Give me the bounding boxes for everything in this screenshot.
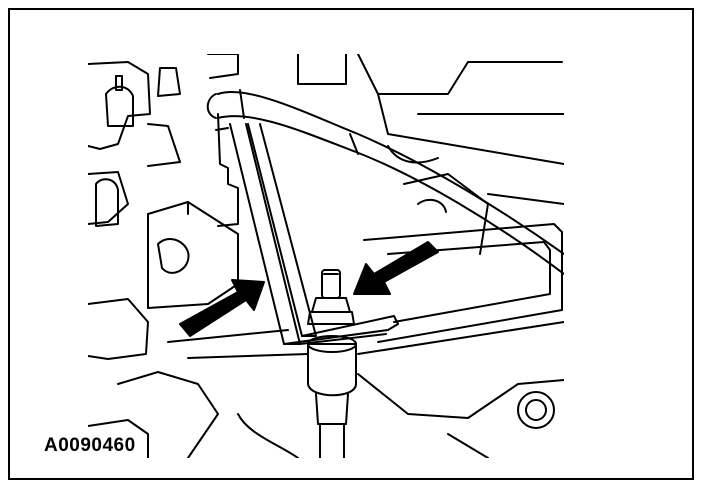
lower-boss bbox=[307, 335, 357, 458]
background-engine-block bbox=[88, 54, 564, 458]
valve-cover bbox=[167, 173, 564, 458]
figure-frame: A0090460 bbox=[8, 8, 694, 480]
arrow-left bbox=[179, 279, 265, 337]
line-drawing bbox=[88, 54, 564, 458]
arrow-right bbox=[353, 241, 439, 295]
figure-id-label: A0090460 bbox=[44, 435, 136, 456]
mounting-bracket bbox=[147, 113, 399, 345]
indicator-arrows bbox=[179, 241, 439, 337]
mounting-stud-nut bbox=[307, 269, 355, 325]
engine-illustration bbox=[88, 54, 564, 458]
coolant-hose bbox=[206, 89, 564, 275]
